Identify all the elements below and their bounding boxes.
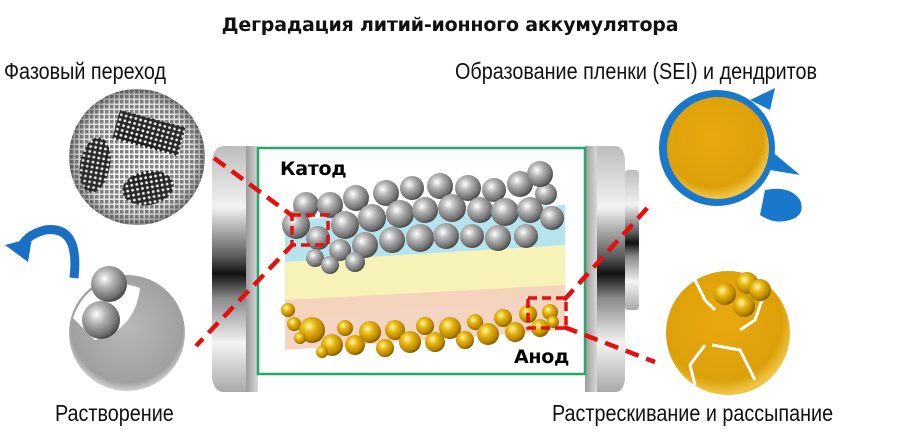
anode-callout-box (526, 296, 568, 330)
dissolution-icon (69, 266, 185, 391)
label-dissolution: Растворение (55, 400, 174, 426)
phase-transition-icon (69, 89, 205, 225)
battery-right-cap (585, 146, 639, 392)
sei-dendrites-icon (659, 88, 802, 222)
curved-arrow-icon (5, 225, 80, 279)
cathode-callout-box (290, 213, 330, 247)
cathode-particles (282, 161, 564, 274)
diagram-title: Деградация литий-ионного аккумулятора (221, 14, 679, 36)
label-phase-transition: Фазовый переход (4, 58, 166, 84)
label-cracking: Растрескивание и рассыпание (552, 400, 834, 426)
label-sei-dendrites: Образование пленки (SEI) и дендритов (455, 58, 817, 84)
callout-lines (194, 156, 656, 365)
cathode-label: Катод (280, 158, 347, 180)
anode-particles (281, 303, 559, 358)
cracking-icon (666, 271, 790, 395)
battery-left-cap (212, 146, 258, 392)
anode-label: Анод (514, 346, 570, 368)
